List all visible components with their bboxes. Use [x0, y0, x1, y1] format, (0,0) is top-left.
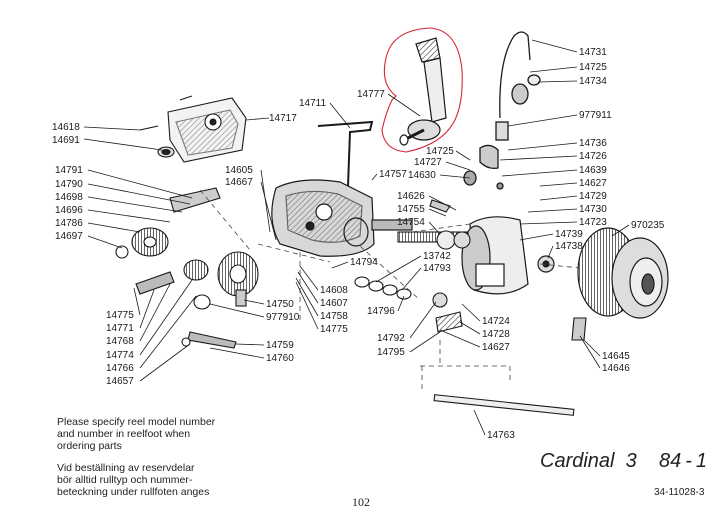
- part-label: 14758: [320, 311, 348, 322]
- part-label: 977911: [579, 110, 612, 121]
- part-label: 14790: [55, 179, 83, 190]
- leader-lines: [83, 39, 630, 436]
- part-label: 14727: [414, 157, 442, 168]
- crank-handle-part: [399, 37, 447, 146]
- part-label: 14630: [408, 170, 436, 181]
- part-label: 14696: [55, 205, 83, 216]
- note-line: ordering parts: [57, 440, 122, 452]
- part-labels: 14618 14691 14717 14711 14777 14731 1472…: [52, 47, 665, 441]
- part-label: 14729: [579, 191, 607, 202]
- part-label: 14646: [602, 363, 630, 374]
- part-label: 14774: [106, 350, 134, 361]
- part-label: 14755: [397, 204, 425, 215]
- part-label: 14792: [377, 333, 405, 344]
- model-number: 3: [625, 450, 637, 472]
- part-label: 14627: [482, 342, 510, 353]
- model-revision: 1: [695, 450, 708, 472]
- part-label: 14794: [350, 257, 378, 268]
- part-label: 14627: [579, 178, 607, 189]
- part-label: 14750: [266, 299, 294, 310]
- part-label: 14731: [579, 47, 607, 58]
- page-number: 102: [352, 495, 370, 509]
- part-label: 14607: [320, 298, 348, 309]
- part-label: 14725: [426, 146, 454, 157]
- part-label: 14768: [106, 336, 134, 347]
- note-line: bör alltid rulltyp och nummer-: [57, 474, 193, 486]
- ordering-note-english: Please specify reel model number and num…: [57, 416, 215, 452]
- bail-wire-part: [463, 31, 541, 190]
- part-label: 970235: [631, 220, 665, 231]
- part-label: 14796: [367, 306, 395, 317]
- part-label: 14618: [52, 122, 80, 133]
- part-label: 14717: [269, 113, 297, 124]
- gear-train-part: [115, 187, 259, 349]
- part-label: 14657: [106, 376, 134, 387]
- model-year: 84: [658, 450, 682, 472]
- part-label: 14667: [225, 177, 253, 188]
- part-label: 14763: [487, 430, 515, 441]
- assembly-guide-lines: [199, 189, 581, 390]
- note-line: Please specify reel model number: [57, 416, 216, 428]
- part-label: 14736: [579, 138, 607, 149]
- side-cover-part: [139, 95, 247, 163]
- model-name: Cardinal: [540, 450, 615, 472]
- part-label: 14775: [106, 310, 134, 321]
- part-label: 14725: [579, 62, 607, 73]
- part-label: 14728: [482, 329, 510, 340]
- part-label: 14697: [55, 231, 83, 242]
- note-line: and number in reelfoot when: [57, 428, 191, 440]
- part-label: 14760: [266, 353, 294, 364]
- part-label: 14757: [379, 169, 407, 180]
- part-label: 14726: [579, 151, 607, 162]
- part-label: 14791: [55, 165, 83, 176]
- model-title: Cardinal 3 84 - 1: [540, 450, 708, 472]
- drawing-number: 34-11028-3: [654, 487, 705, 498]
- part-label: 14608: [320, 285, 348, 296]
- part-label: 977910: [266, 312, 300, 323]
- part-label: 14734: [579, 76, 607, 87]
- part-label: 14759: [266, 340, 294, 351]
- ordering-note-swedish: Vid beställning av reservdelar bör allti…: [57, 462, 209, 498]
- part-label: 14639: [579, 165, 607, 176]
- part-label: 14771: [106, 323, 134, 334]
- note-line: Vid beställning av reservdelar: [57, 462, 195, 474]
- part-label: 14723: [579, 217, 607, 228]
- part-label: 14795: [377, 347, 405, 358]
- part-label: 14691: [52, 135, 80, 146]
- part-label: 14739: [555, 229, 583, 240]
- part-label: 14724: [482, 316, 510, 327]
- part-label: 14786: [55, 218, 83, 229]
- part-label: 14738: [555, 241, 583, 252]
- part-label: 14766: [106, 363, 134, 374]
- part-label: 14793: [423, 263, 451, 274]
- part-label: 14605: [225, 165, 253, 176]
- part-label: 14645: [602, 351, 630, 362]
- main-shaft-part: [354, 199, 587, 416]
- part-label: 14711: [299, 98, 327, 109]
- note-line: beteckning under rullfoten anges: [57, 486, 210, 498]
- crank-highlight-outline: [381, 27, 463, 153]
- part-label: 14777: [357, 89, 385, 100]
- spool-part: [461, 216, 669, 319]
- part-label: 14698: [55, 192, 83, 203]
- reel-body-part: [271, 120, 413, 257]
- part-label: 13742: [423, 251, 451, 262]
- part-label: 14754: [397, 217, 425, 228]
- part-label: 14775: [320, 324, 348, 335]
- part-label: 14730: [579, 204, 607, 215]
- part-label: 14626: [397, 191, 425, 202]
